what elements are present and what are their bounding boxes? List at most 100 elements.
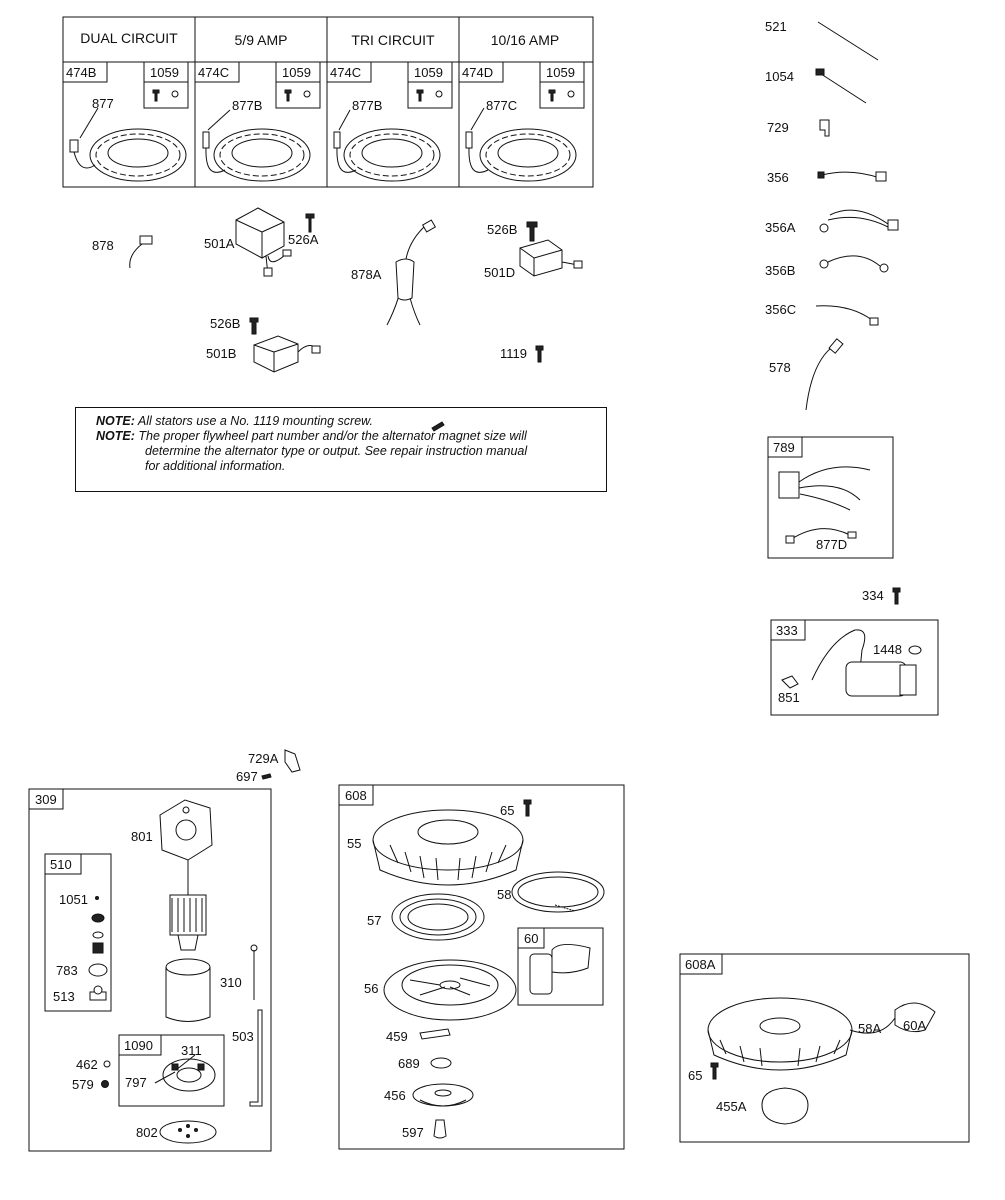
label-1051: 1051 (59, 892, 88, 907)
lead-877: 877 (92, 96, 114, 111)
screw-id-1059-c: 1059 (414, 65, 443, 80)
label-789: 789 (773, 440, 795, 455)
lead-877C: 877C (486, 98, 518, 113)
label-1119: 1119 (500, 346, 527, 361)
box-333 (770, 619, 939, 716)
label-65-b: 65 (688, 1068, 703, 1083)
label-503: 503 (232, 1029, 254, 1044)
label-58A: 58A (858, 1021, 882, 1036)
label-783: 783 (56, 963, 78, 978)
header-tri-circuit: TRI CIRCUIT (351, 32, 435, 48)
note-screw-icon (431, 421, 445, 432)
label-55: 55 (347, 836, 362, 851)
note-line-2: NOTE: The proper flywheel part number an… (96, 429, 596, 444)
stator-ring-10-16 (465, 107, 577, 182)
note-text-2: The proper flywheel part number and/or t… (138, 429, 527, 443)
label-333: 333 (776, 623, 798, 638)
label-56: 56 (364, 981, 379, 996)
label-60: 60 (524, 931, 539, 946)
label-579: 579 (72, 1077, 94, 1092)
stator-ring-tri (333, 109, 441, 182)
label-597: 597 (402, 1125, 424, 1140)
label-526B-top: 526B (487, 222, 518, 237)
header-10-16-amp: 10/16 AMP (490, 32, 560, 48)
note-text-2b: determine the alternator type or output.… (145, 444, 528, 458)
box-309 (28, 788, 272, 1152)
lead-877B: 877B (232, 98, 263, 113)
screw-334-art (892, 587, 901, 605)
label-310: 310 (220, 975, 242, 990)
part-578-art (805, 338, 844, 411)
part-356A-art (819, 209, 899, 233)
box-608 (338, 784, 625, 1150)
label-801: 801 (131, 829, 153, 844)
lead-877B-tri: 877B (352, 98, 383, 113)
label-65-a: 65 (500, 803, 515, 818)
part-356C-art (815, 305, 879, 326)
label-334: 334 (862, 588, 884, 603)
part-878-art (129, 235, 153, 269)
note-label-1: NOTE: (96, 414, 135, 428)
label-802: 802 (136, 1125, 158, 1140)
box-789 (767, 436, 894, 559)
part-521-art (817, 21, 879, 61)
part-501A-art (235, 207, 292, 277)
label-501D: 501D (484, 265, 516, 280)
label-501B: 501B (206, 346, 237, 361)
label-851: 851 (778, 690, 800, 705)
part-729A-art (261, 749, 301, 780)
label-356: 356 (767, 170, 789, 185)
group-id-474B: 474B (66, 65, 97, 80)
stator-table-grid (62, 16, 594, 188)
part-356-art (817, 171, 887, 182)
label-526A: 526A (288, 232, 319, 247)
label-501A: 501A (204, 236, 235, 251)
label-462: 462 (76, 1057, 98, 1072)
note-box: NOTE: All stators use a No. 1119 mountin… (75, 407, 607, 492)
screw-526A-art (305, 213, 315, 233)
screw-icons-1059 (152, 89, 575, 102)
part-1054-art (815, 68, 867, 104)
group-id-474D: 474D (462, 65, 494, 80)
label-1054: 1054 (765, 69, 794, 84)
label-356C: 356C (765, 302, 797, 317)
group-id-474C-tri: 474C (330, 65, 362, 80)
label-513: 513 (53, 989, 75, 1004)
label-697: 697 (236, 769, 258, 784)
label-311: 311 (181, 1043, 202, 1058)
stator-ring-5-9 (202, 109, 311, 182)
label-608A: 608A (685, 957, 716, 972)
label-797: 797 (125, 1075, 147, 1090)
screw-1119-art (535, 345, 544, 363)
label-526B-mid: 526B (210, 316, 241, 331)
label-689: 689 (398, 1056, 420, 1071)
box-608A (679, 953, 970, 1143)
label-729: 729 (767, 120, 789, 135)
note-text-1: All stators use a No. 1119 mounting scre… (137, 414, 373, 428)
note-text-2c: for additional information. (145, 459, 286, 473)
screw-id-1059-d: 1059 (546, 65, 575, 80)
label-1448: 1448 (873, 642, 902, 657)
screw-id-1059-b: 1059 (282, 65, 311, 80)
label-608: 608 (345, 788, 367, 803)
part-729-art (819, 119, 830, 137)
label-510: 510 (50, 857, 72, 872)
part-501B-art (253, 335, 321, 373)
label-309: 309 (35, 792, 57, 807)
label-455A: 455A (716, 1099, 747, 1114)
screw-526B-mid-art (249, 317, 259, 335)
group-id-474C: 474C (198, 65, 230, 80)
label-57: 57 (367, 913, 382, 928)
label-878A: 878A (351, 267, 382, 282)
header-dual-circuit: DUAL CIRCUIT (80, 30, 178, 46)
label-456: 456 (384, 1088, 406, 1103)
note-line-1: NOTE: All stators use a No. 1119 mountin… (96, 414, 596, 429)
label-356B: 356B (765, 263, 796, 278)
label-58: 58 (497, 887, 512, 902)
label-878: 878 (92, 238, 114, 253)
label-578: 578 (769, 360, 791, 375)
part-501D-art (519, 239, 583, 277)
note-label-2: NOTE: (96, 429, 135, 443)
harness-878A-art (386, 219, 437, 326)
